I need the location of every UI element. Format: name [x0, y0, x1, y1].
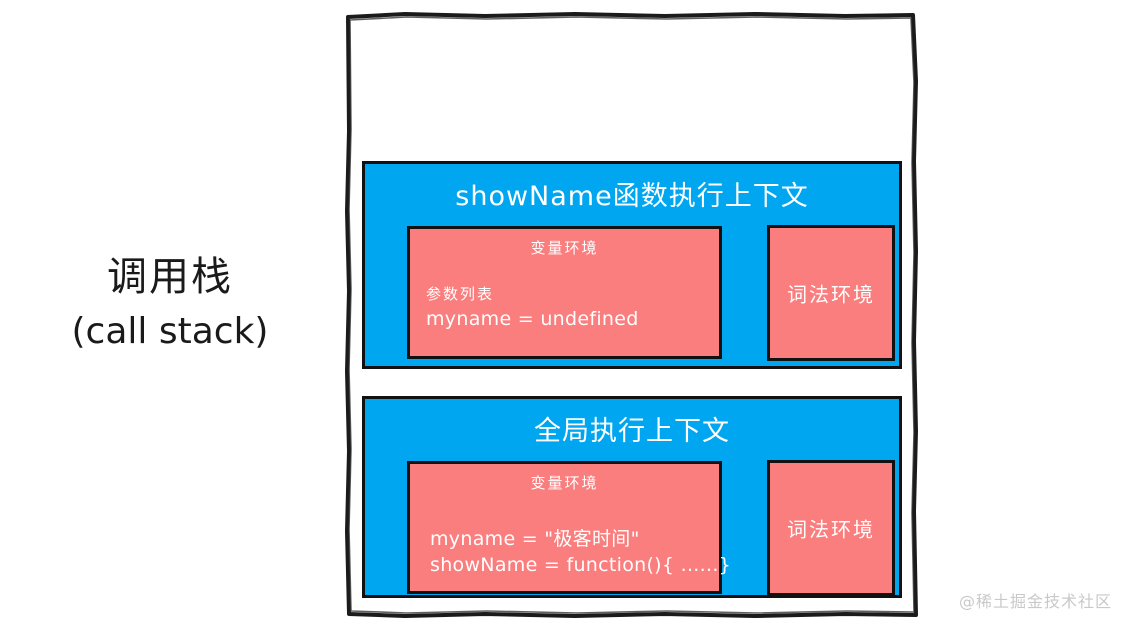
variable-environment-global[interactable]: 变量环境 myname = "极客时间" showName = function…	[407, 461, 732, 594]
execution-context-title-showname: showName函数执行上下文	[455, 181, 809, 212]
watermark: @稀土掘金技术社区	[958, 592, 1112, 611]
lexical-environment-label-showname: 词法环境	[787, 282, 875, 307]
variable-entry: 参数列表	[426, 285, 495, 303]
execution-context-global[interactable]: 全局执行上下文 变量环境 myname = "极客时间" showName = …	[362, 396, 902, 598]
variable-environment-showname[interactable]: 变量环境 参数列表 myname = undefined	[407, 226, 722, 359]
variable-environment-entries-global: myname = "极客时间" showName = function(){ .…	[430, 524, 732, 579]
variable-entry: myname = "极客时间"	[430, 528, 640, 550]
variable-environment-entries-showname: 参数列表 myname = undefined	[426, 283, 711, 330]
variable-entry: myname = undefined	[426, 308, 639, 330]
call-stack-caption: 调用栈 (call stack)	[0, 252, 340, 355]
lexical-environment-global[interactable]: 词法环境	[767, 460, 895, 596]
lexical-environment-showname[interactable]: 词法环境	[767, 225, 895, 361]
variable-environment-heading-global: 变量环境	[530, 474, 599, 492]
variable-environment-heading-showname: 变量环境	[530, 239, 599, 257]
variable-entry: showName = function(){ ......}	[430, 554, 732, 576]
execution-context-showname[interactable]: showName函数执行上下文 变量环境 参数列表 myname = undef…	[362, 161, 902, 369]
call-stack-caption-chinese: 调用栈	[107, 254, 233, 300]
call-stack-caption-english: (call stack)	[71, 311, 269, 353]
lexical-environment-label-global: 词法环境	[787, 517, 875, 542]
execution-context-title-global: 全局执行上下文	[534, 416, 730, 447]
call-stack-container: showName函数执行上下文 变量环境 参数列表 myname = undef…	[345, 11, 919, 619]
